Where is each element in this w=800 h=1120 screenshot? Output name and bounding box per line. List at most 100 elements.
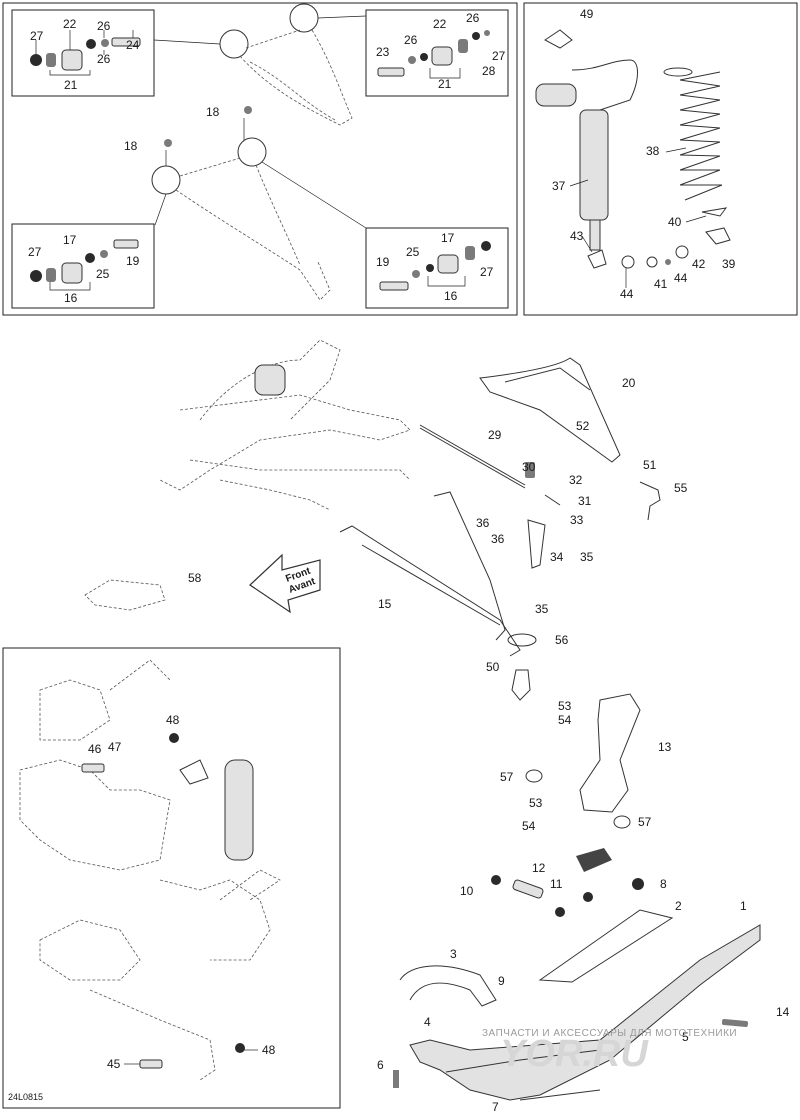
callout-19: 19 [126, 254, 140, 268]
callout-53b: 53 [529, 796, 543, 810]
callout-36: 36 [476, 516, 490, 530]
callout-27-ll: 27 [28, 245, 42, 259]
callout-17-lr: 17 [441, 231, 455, 245]
callout-9: 9 [498, 974, 505, 988]
callout-13: 13 [658, 740, 672, 754]
callout-16-lr: 16 [444, 289, 458, 303]
diagram-code: 24L0815 [8, 1092, 43, 1102]
upper-a-arm [479, 357, 621, 463]
callout-18: 18 [124, 139, 138, 153]
callout-19-lr: 19 [376, 255, 390, 269]
callout-53: 53 [558, 699, 572, 713]
callout-8: 8 [660, 877, 667, 891]
callout-3: 3 [450, 947, 457, 961]
ball-joint-55 [639, 481, 661, 521]
callout-51: 51 [643, 458, 657, 472]
bushing-set-upper-left [30, 37, 141, 71]
ball-joint-50 [511, 669, 531, 701]
ski [409, 924, 761, 1101]
callout-41: 41 [654, 277, 668, 291]
a-arm-bushing-panel: 27 22 26 24 26 21 22 26 26 23 27 28 21 [2, 2, 518, 316]
callout-1: 1 [740, 899, 747, 913]
callout-57b: 57 [638, 815, 652, 829]
front-direction-arrow: Front Avant [249, 553, 321, 614]
spindle [579, 693, 641, 813]
callout-50: 50 [486, 660, 500, 674]
callout-22-ur: 22 [433, 17, 447, 31]
callout-48: 48 [166, 713, 180, 727]
bushing-inset-lower-left [11, 223, 155, 309]
panel-border [2, 2, 518, 316]
callout-34: 34 [550, 550, 564, 564]
callout-56: 56 [555, 633, 569, 647]
front-suspension-overview [159, 339, 411, 511]
bushing-set-upper-right [377, 30, 490, 77]
ski-mount [538, 909, 674, 983]
callout-14: 14 [776, 1005, 790, 1019]
lower-a-arm-sketch [151, 137, 331, 301]
callout-11: 11 [550, 877, 563, 891]
callout-23: 23 [376, 45, 390, 59]
callout-55: 55 [674, 481, 688, 495]
callout-46: 46 [88, 742, 102, 756]
callout-37: 37 [552, 179, 566, 193]
callout-6: 6 [377, 1058, 384, 1072]
callout-44: 44 [674, 271, 688, 285]
callout-24: 24 [126, 38, 140, 52]
callout-5: 5 [682, 1030, 689, 1044]
callout-52: 52 [576, 419, 590, 433]
callout-32: 32 [569, 473, 583, 487]
callout-29: 29 [488, 428, 502, 442]
callout-49: 49 [580, 7, 594, 21]
bushing-inset-upper-right [365, 9, 509, 97]
callout-28: 28 [482, 64, 496, 78]
bushing-set-lower-left [30, 239, 139, 284]
callout-26b: 26 [97, 52, 111, 66]
tie-rod [419, 424, 526, 489]
callout-54b: 54 [522, 819, 536, 833]
callout-17: 17 [63, 233, 77, 247]
callout-21: 21 [64, 78, 78, 92]
callout-26-ur: 26 [466, 11, 480, 25]
tie-rod-end [525, 462, 535, 478]
panel-border-shock [523, 2, 798, 316]
callout-33: 33 [570, 513, 584, 527]
spacer-43 [587, 249, 607, 269]
callout-27: 27 [30, 29, 44, 43]
callout-26: 26 [97, 19, 111, 33]
callout-54: 54 [558, 713, 572, 727]
callout-18b: 18 [206, 105, 220, 119]
callout-26-ur2: 26 [404, 33, 418, 47]
callout-35: 35 [580, 550, 594, 564]
callout-12: 12 [532, 861, 546, 875]
callout-27-ur: 27 [492, 49, 506, 63]
callout-16: 16 [64, 291, 78, 305]
callout-22: 22 [63, 17, 77, 31]
ski-handle [399, 965, 497, 1007]
steering-link [527, 519, 546, 569]
callout-39: 39 [722, 257, 736, 271]
callout-20: 20 [622, 376, 636, 390]
spring-adjuster [705, 227, 731, 245]
callout-44b: 44 [620, 287, 634, 301]
callout-4: 4 [424, 1015, 431, 1029]
callout-25: 25 [96, 267, 110, 281]
coil-spring [663, 67, 723, 201]
callout-43: 43 [570, 229, 584, 243]
watermark-text: ЗАПЧАСТИ И АКСЕССУАРЫ ДЛЯ МОТОТЕХНИКИ [482, 1028, 737, 1039]
spring-seat [701, 207, 728, 217]
callout-21-ur: 21 [438, 77, 452, 91]
callout-42: 42 [692, 257, 706, 271]
watermark-logo: YOR.RU [500, 1033, 649, 1075]
callout-57: 57 [500, 770, 514, 784]
callout-45: 45 [107, 1057, 121, 1071]
callout-27-lr: 27 [480, 265, 494, 279]
frame-shock [224, 759, 254, 861]
shock-spring-panel: 49 38 37 40 43 42 39 41 44 44 [523, 2, 798, 316]
bushing-inset-lower-right [365, 227, 509, 309]
callout-7: 7 [492, 1100, 499, 1114]
callout-36b: 36 [491, 532, 505, 546]
callout-30: 30 [522, 460, 536, 474]
ski-pad [576, 848, 612, 872]
